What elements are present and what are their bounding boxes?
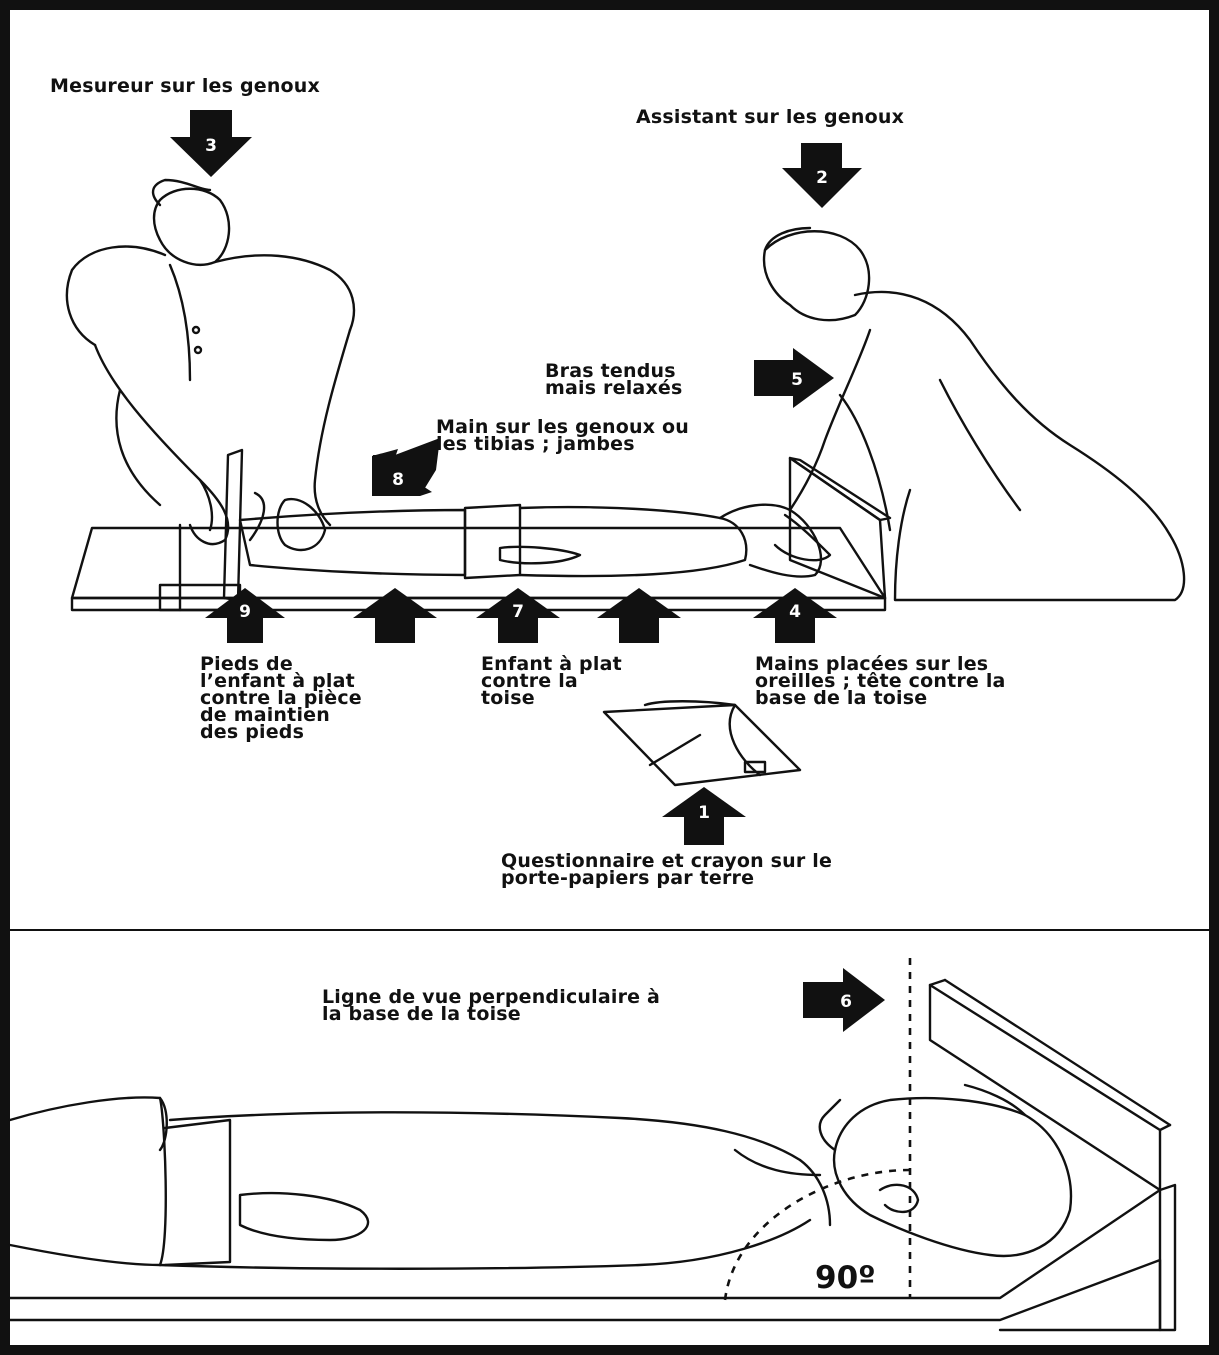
label-hand-on-knees: Main sur les genoux ou les tibias ; jamb… [436,419,689,453]
clipboard-illustration [604,701,800,785]
arrow-7-number: 7 [512,602,524,622]
arrow-5-number: 5 [791,370,803,390]
arrow-6-number: 6 [840,992,852,1012]
arrow-9-number: 9 [239,602,251,622]
arrow-4: 4 [753,588,837,643]
label-measurer: Mesureur sur les genoux [50,78,320,95]
arrow-8: 8 [372,438,440,496]
child-figure-top [240,493,821,578]
label-assistant: Assistant sur les genoux [636,109,904,126]
measuring-board-bottom [10,980,1175,1330]
arrow-8-number: 8 [392,470,404,490]
label-arms-relaxed: Bras tendus mais relaxés [545,363,683,397]
arrow-4-number: 4 [789,602,801,622]
arrow-1: 1 [662,787,746,845]
child-figure-bottom [10,1085,1071,1269]
arrow-9: 9 [205,588,285,643]
label-questionnaire: Questionnaire et crayon sur le porte-pap… [501,853,832,887]
arrow-unnumbered-a [353,588,437,643]
label-line-of-sight: Ligne de vue perpendiculaire à la base d… [322,989,660,1023]
measurer-figure [67,180,354,550]
arrow-2-number: 2 [816,168,828,188]
arrow-1-number: 1 [698,803,710,823]
arrow-unnumbered-b [597,588,681,643]
arrow-5: 5 [754,348,834,408]
label-90-degrees: 90º [815,1260,876,1296]
arrow-2: 2 [782,143,862,208]
label-child-flat: Enfant à plat contre la toise [481,656,622,707]
arrow-3: 3 [170,110,252,177]
assistant-figure [764,228,1184,600]
arrow-6: 6 [803,968,885,1032]
label-hands-on-ears: Mains placées sur les oreilles ; tête co… [755,656,1006,707]
arrow-7: 7 [476,588,560,643]
label-feet-flat: Pieds de l’enfant à plat contre la pièce… [200,656,362,741]
arrow-3-number: 3 [205,136,217,156]
